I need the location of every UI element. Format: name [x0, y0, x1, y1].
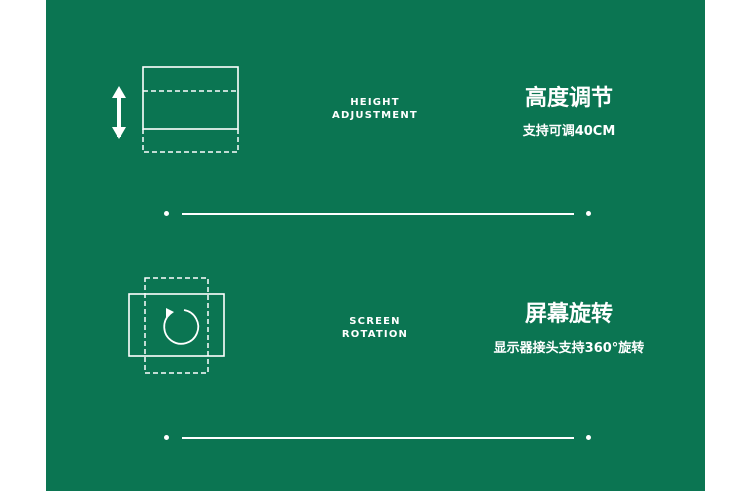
divider-dot-right: [586, 211, 591, 216]
feature-label-en-line: HEIGHT: [350, 97, 400, 108]
screen-rotation-icon: [128, 277, 225, 374]
feature-label-en-line: ROTATION: [341, 329, 409, 340]
feature-label-en-line: ADJUSTMENT: [332, 110, 418, 121]
feature-panel: [46, 0, 705, 491]
divider-dot-left: [164, 211, 169, 216]
divider-line: [182, 213, 574, 215]
feature-desc-height: 支持可调40CM: [522, 124, 616, 139]
feature-label-en-height: HEIGHT ADJUSTMENT: [315, 96, 435, 122]
divider-dot-right: [586, 435, 591, 440]
feature-desc-rotation: 显示器接头支持360°旋转: [493, 341, 645, 356]
feature-label-en-line: SCREEN: [349, 316, 401, 327]
feature-title-height: 高度调节: [524, 86, 613, 111]
divider-dot-left: [164, 435, 169, 440]
feature-title-rotation: 屏幕旋转: [524, 302, 613, 327]
up-down-arrow-icon: [112, 86, 126, 139]
height-adjustment-icon: [112, 66, 239, 153]
rotate-arrow-icon: [163, 308, 200, 345]
feature-label-en-rotation: SCREEN ROTATION: [315, 315, 435, 341]
divider-line: [182, 437, 574, 439]
